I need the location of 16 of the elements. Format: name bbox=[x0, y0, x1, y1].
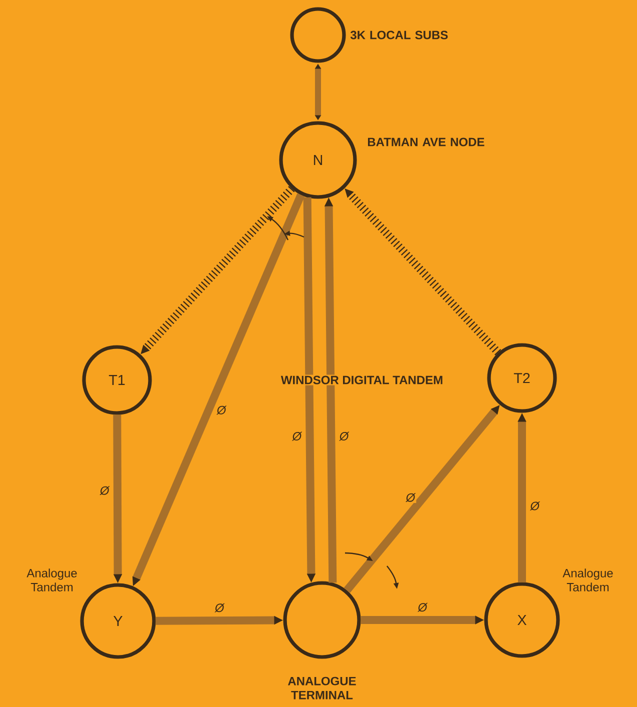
node-label: 3K LOCAL SUBS bbox=[350, 30, 448, 40]
edge-label: Ø bbox=[404, 492, 416, 504]
node-label: ANALOGUE TERMINAL bbox=[288, 676, 356, 700]
edge-label: Ø bbox=[216, 404, 228, 416]
circle-node: Y bbox=[80, 583, 156, 659]
circle-node: N bbox=[279, 121, 357, 199]
node-label: Analogue Tandem bbox=[26, 568, 77, 592]
circle-node: T2 bbox=[487, 343, 557, 413]
node-label: BATMAN AVE NODE bbox=[368, 138, 484, 146]
node-label: Analogue Tandem bbox=[562, 568, 613, 592]
network-label: WINDSOR DIGITAL TANDEM bbox=[280, 374, 444, 386]
circle-node: T1 bbox=[82, 345, 152, 415]
edge-label: Ø bbox=[291, 430, 303, 442]
circle-node: X bbox=[484, 582, 560, 658]
edge-label: Ø bbox=[98, 485, 110, 496]
edge-label: Ø bbox=[529, 500, 541, 512]
